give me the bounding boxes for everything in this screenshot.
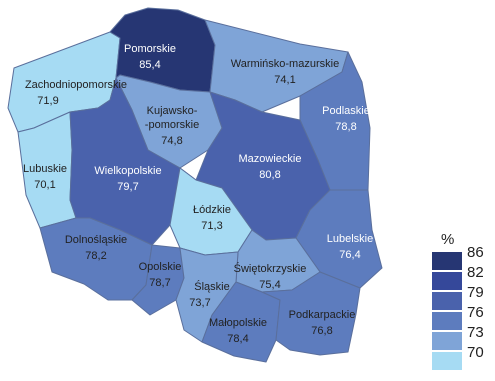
label-value-swietokrzyskie: 75,4: [259, 279, 280, 291]
label-name-dolnoslaskie: Dolnośląskie: [65, 234, 127, 246]
label-name-malopolskie: Małopolskie: [209, 317, 267, 329]
legend-swatch-82: [432, 272, 462, 290]
legend-swatch-73: [432, 332, 462, 350]
label-name-lodzkie: Łódzkie: [193, 204, 231, 216]
label-value-lubuskie: 70,1: [34, 179, 55, 191]
legend-tick-82: 82: [467, 264, 484, 281]
label-value-opolskie: 78,7: [149, 277, 170, 289]
label-value-pomorskie: 85,4: [139, 59, 160, 71]
label-value-podlaskie: 78,8: [335, 121, 356, 133]
label-name-opolskie: Opolskie: [139, 261, 182, 273]
regions-layer: [7, 7, 383, 363]
label-name-kujawsko-pomorskie: Kujawsko--pomorskie: [145, 105, 199, 131]
label-name-podlaskie: Podlaskie: [322, 105, 370, 117]
label-value-kujawsko-pomorskie: 74,8: [161, 135, 182, 147]
label-value-malopolskie: 78,4: [227, 333, 248, 345]
label-name-warminsko-mazurskie: Warmińsko-mazurskie: [231, 58, 339, 70]
legend-swatch-86: [432, 252, 462, 270]
label-value-dolnoslaskie: 78,2: [85, 250, 106, 262]
label-value-podkarpackie: 76,8: [311, 325, 332, 337]
legend: % 86 82 79 76 73 70: [432, 231, 484, 370]
label-value-lodzkie: 71,3: [201, 220, 222, 232]
legend-swatch-79: [432, 292, 462, 310]
legend-tick-86: 86: [467, 244, 484, 261]
label-value-warminsko-mazurskie: 74,1: [274, 74, 295, 86]
label-value-zachodniopomorskie: 71,9: [37, 95, 58, 107]
legend-swatch-76: [432, 312, 462, 330]
label-name-lubelskie: Lubelskie: [327, 233, 373, 245]
legend-unit: %: [441, 231, 454, 248]
label-name-mazowieckie: Mazowieckie: [239, 153, 302, 165]
labels-layer: Pomorskie 85,4 Warmińsko-mazurskie 74,1 …: [23, 43, 373, 345]
legend-swatch-70: [432, 352, 462, 370]
legend-tick-76: 76: [467, 304, 484, 321]
label-name-podkarpackie: Podkarpackie: [289, 309, 356, 321]
label-name-pomorskie: Pomorskie: [124, 43, 176, 55]
label-name-zachodniopomorskie: Zachodniopomorskie: [25, 79, 127, 91]
label-name-swietokrzyskie: Świętokrzyskie: [234, 262, 307, 275]
label-value-mazowieckie: 80,8: [259, 169, 280, 181]
label-value-wielkopolskie: 79,7: [117, 181, 138, 193]
label-name-wielkopolskie: Wielkopolskie: [94, 165, 161, 177]
region-podkarpackie[interactable]: [261, 271, 361, 356]
legend-tick-79: 79: [467, 284, 484, 301]
label-value-lubelskie: 76,4: [339, 249, 360, 261]
label-name-slaskie: Śląskie: [194, 280, 229, 293]
legend-tick-70: 70: [467, 344, 484, 361]
label-value-slaskie: 73,7: [189, 297, 210, 309]
legend-tick-73: 73: [467, 324, 484, 341]
label-name-lubuskie: Lubuskie: [23, 163, 67, 175]
